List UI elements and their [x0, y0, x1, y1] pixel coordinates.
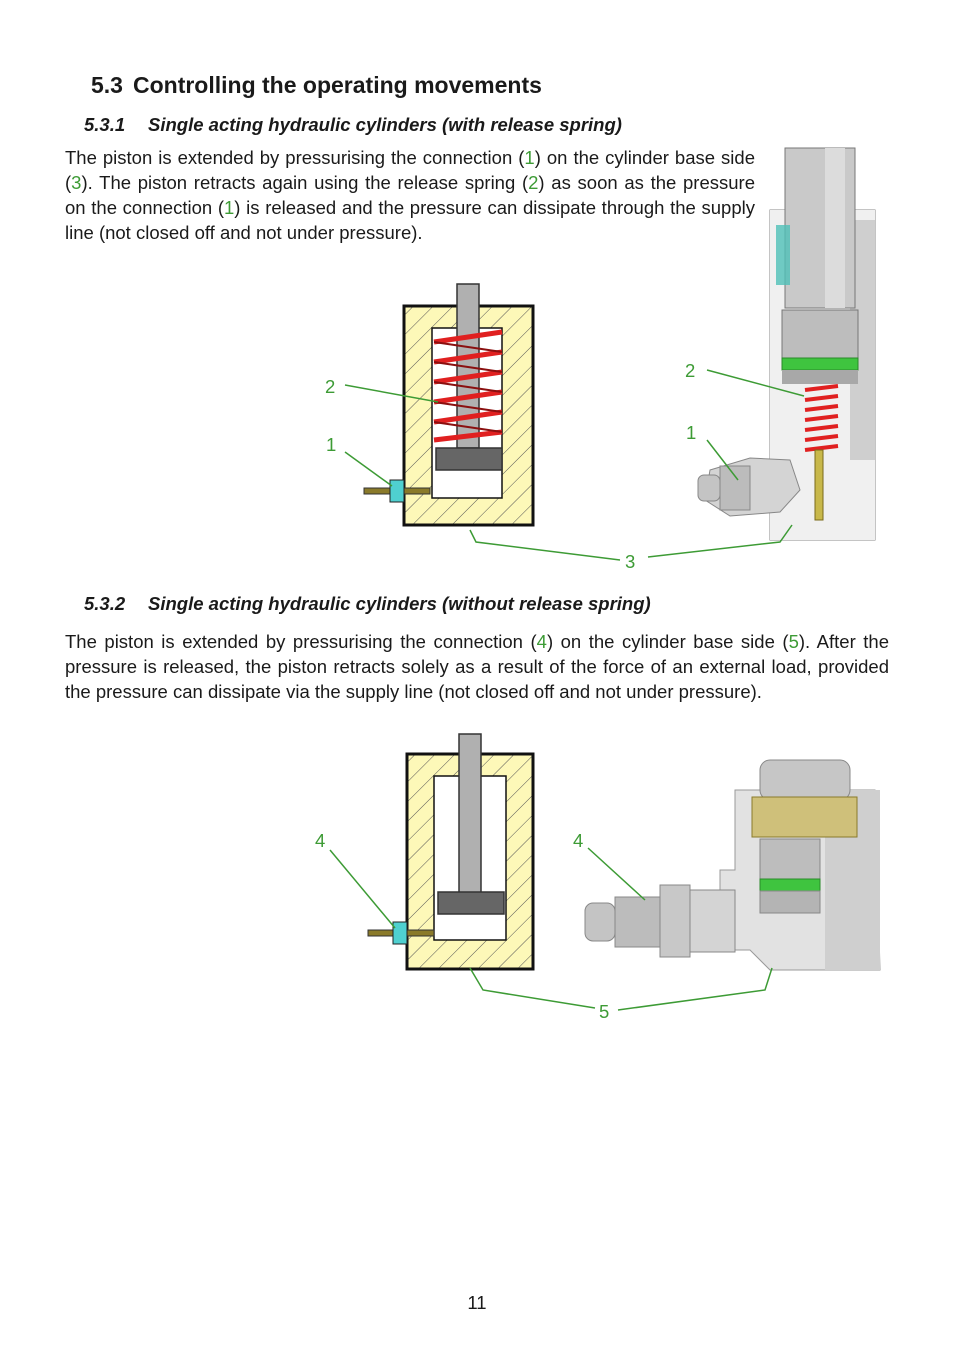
cutaway-without-spring: [584, 759, 881, 971]
ref-number: 1: [524, 147, 535, 168]
schematic-without-spring: [367, 733, 535, 971]
subsection-heading-2: 5.3.2 Single acting hydraulic cylinders (…: [84, 593, 651, 615]
label-base-5: 5: [599, 1001, 610, 1022]
text: ) on the cylinder base side (: [65, 147, 755, 193]
label-connection-right: 1: [686, 422, 697, 443]
section-title: Controlling the operating movements: [132, 72, 542, 98]
leader-lines-2: [329, 847, 773, 1011]
label-connection-4-left: 4: [315, 830, 326, 851]
paragraph-2: The piston is extended by pressurising t…: [65, 629, 889, 704]
ref-number: 1: [224, 197, 235, 218]
text: ). The piston retracts again using the r…: [81, 172, 529, 193]
subsection-title-2: Single acting hydraulic cylinders (witho…: [148, 593, 651, 614]
label-spring-right: 2: [685, 360, 696, 381]
text: ). After the pressure is released, the p…: [65, 631, 889, 702]
text: ) on the cylinder base side (: [546, 631, 789, 652]
cutaway-with-spring: [697, 147, 876, 541]
schematic-with-spring: [363, 283, 535, 527]
paragraph-1: The piston is extended by pressurising t…: [65, 145, 755, 245]
text: ) as soon as the pressure on the connect…: [65, 172, 755, 218]
label-connection-4-right: 4: [573, 830, 584, 851]
ref-number: 2: [528, 172, 539, 193]
text: The piston is extended by pressurising t…: [65, 631, 537, 652]
subsection-heading-1: 5.3.1 Single acting hydraulic cylinders (…: [84, 114, 622, 136]
ref-number: 5: [788, 631, 799, 652]
subsection-title-1: Single acting hydraulic cylinders (with …: [148, 114, 622, 135]
section-heading: 5.3 Controlling the operating movements: [91, 72, 542, 99]
leader-lines-1: [344, 369, 805, 561]
subsection-number-2: 5.3.2: [84, 593, 126, 614]
text: The piston is extended by pressurising t…: [65, 147, 525, 168]
ref-number: 3: [71, 172, 82, 193]
label-spring-left: 2: [325, 376, 336, 397]
ref-number: 4: [536, 631, 547, 652]
label-connection-left: 1: [326, 434, 337, 455]
page-number: 11: [467, 1292, 487, 1313]
section-number: 5.3: [91, 72, 123, 98]
text: ) is released and the pressure can dissi…: [65, 197, 755, 243]
subsection-number-1: 5.3.1: [84, 114, 126, 135]
label-base-3: 3: [625, 551, 636, 572]
